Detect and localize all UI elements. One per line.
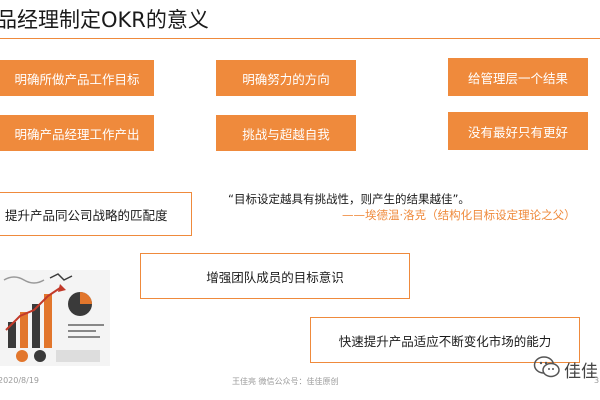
watermark-text: 佳佳	[564, 361, 598, 382]
goal-box-5: 挑战与超越自我	[216, 115, 356, 151]
goal-box-3: 给管理层一个结果	[448, 58, 588, 96]
footer-page-number: 3	[594, 376, 600, 385]
footer-author: 王佳亮 微信公众号：佳佳原创	[232, 377, 339, 386]
title-divider	[0, 38, 600, 39]
goal-box-6: 没有最好只有更好	[448, 112, 588, 150]
wechat-icon	[533, 355, 561, 383]
team-awareness-box: 增强团队成员的目标意识	[140, 253, 410, 299]
slide-title: 品经理制定OKR的意义	[0, 8, 209, 32]
goal-box-2: 明确努力的方向	[216, 60, 356, 96]
wechat-watermark: 佳佳	[533, 355, 598, 383]
market-adapt-box: 快速提升产品适应不断变化市场的能力	[310, 317, 580, 363]
strategy-match-box: 提升产品同公司战略的匹配度	[0, 192, 192, 236]
quote-author: ——埃德温·洛克（结构化目标设定理论之父）	[342, 208, 576, 222]
business-charts-photo	[0, 270, 110, 366]
quote-text: “目标设定越具有挑战性，则产生的结果越佳”。	[228, 192, 470, 206]
footer-date: 2020/8/19	[0, 376, 40, 385]
goal-box-1: 明确所做产品工作目标	[0, 60, 154, 96]
goal-box-4: 明确产品经理工作产出	[0, 115, 154, 151]
